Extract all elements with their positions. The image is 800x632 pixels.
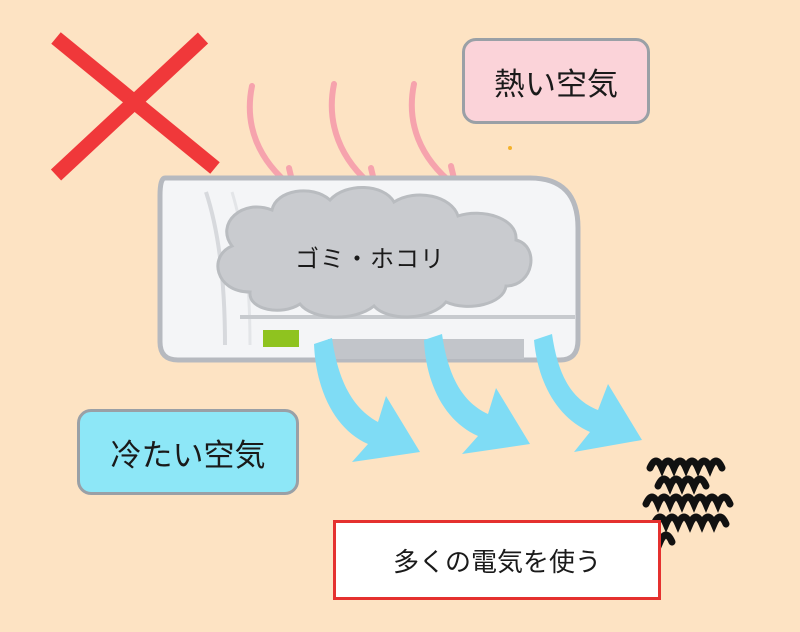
- hot-air-label: 熱い空気: [462, 38, 650, 124]
- cold-air-arrow-1: [314, 338, 420, 462]
- cross-mark-icon: [50, 32, 220, 181]
- cold-air-arrow-2: [424, 334, 530, 454]
- power-use-label: 多くの電気を使う: [333, 520, 661, 600]
- cold-air-arrow-3: [534, 334, 642, 452]
- hot-air-arrow-3: [408, 81, 459, 190]
- hot-air-arrow-2: [328, 81, 379, 192]
- hot-air-arrows: [246, 81, 459, 192]
- cold-air-arrows: [314, 334, 642, 462]
- dust-cloud-icon: [216, 186, 533, 319]
- sparkle-dot: [508, 146, 512, 150]
- indicator-light: [263, 330, 299, 347]
- dust-label: ゴミ・ホコリ: [295, 244, 445, 273]
- hot-air-arrow-1: [246, 83, 297, 192]
- cold-air-label: 冷たい空気: [77, 409, 299, 495]
